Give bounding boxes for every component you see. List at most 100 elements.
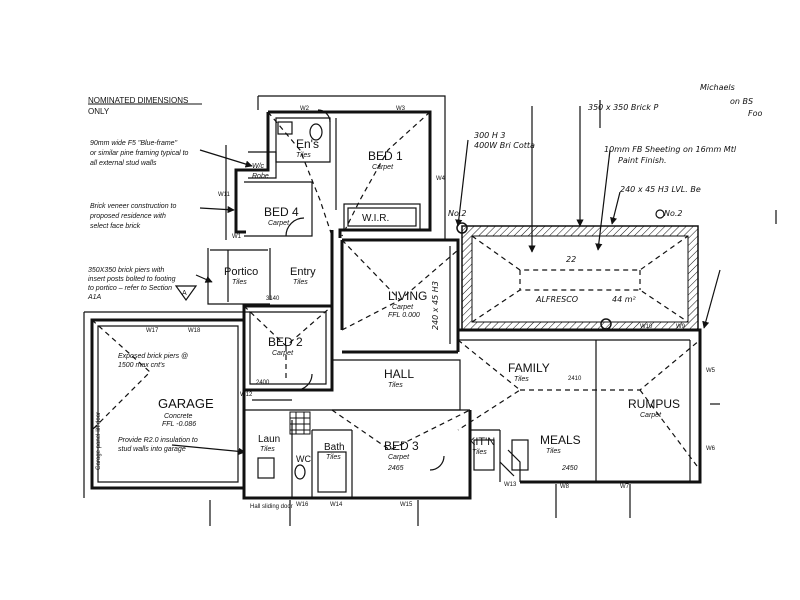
tag-w10: W10 [640,324,653,330]
note-hand-right2: on BS [730,97,753,106]
tag-2410: 2410 [568,376,582,382]
tag-2400: 2400 [256,380,270,386]
room-rumpus: RUMPUS [628,397,680,411]
room-garage-floor: Concrete [164,413,193,420]
room-family-floor: Tiles [514,376,529,383]
room-labels: En's Tiles BED 1 Carpet BED 4 Carpet W.I… [158,137,680,472]
note-hand-300: 300 H 3 [474,131,505,140]
tag-3140: 3140 [266,296,280,302]
note-hand-lvl: 240 x 45 H3 LVL. Be [620,185,701,194]
note-hand-400: 400W Bri Cotta [474,141,535,150]
note-nominated-1: NOMINATED DIMENSIONS [88,96,188,105]
leader-lines [88,100,777,526]
room-hall-floor: Tiles [388,382,403,389]
note-frame-2: or similar pine framing typical to [90,150,189,157]
room-alfresco: ALFRESCO [535,295,578,304]
room-ensuite-floor: Tiles [296,152,311,159]
note-veneer-1: Brick veneer construction to [90,203,176,210]
room-bed1: BED 1 [368,149,403,163]
room-bed3-floor: Carpet [388,454,410,461]
room-bed4: BED 4 [264,205,299,219]
tag-w12: W12 [240,392,253,398]
tag-w5: W5 [706,368,716,374]
tag-w4: W4 [436,176,446,182]
room-bath-floor: Tiles [326,454,341,461]
note-hand-no2: No.2 [664,209,683,218]
tag-hall-door: Hall sliding door [250,504,293,510]
tag-section: A [182,290,187,297]
tag-w3: W3 [396,106,406,112]
note-frame-1: 90mm wide F5 "Blue-frame" [90,140,178,147]
room-garage-ffl: FFL -0.086 [162,421,196,428]
room-portico-floor: Tiles [232,279,247,286]
tag-w8: W8 [560,484,570,490]
room-laundry: Laun [258,434,280,445]
plan-walls [83,95,702,500]
note-hand-350: 350 x 350 Brick P [588,103,658,112]
room-bath: Bath [324,442,345,453]
room-family: FAMILY [508,361,550,375]
room-kitchen-floor: Tiles [472,449,487,456]
room-rumpus-floor: Carpet [640,412,662,419]
room-bed2: BED 2 [268,335,303,349]
tag-w1: W1 [232,234,242,240]
room-wc: W/c [252,163,265,170]
hall-door-symbols [289,411,311,435]
tag-garage-door: Garage panel-lift door [96,412,102,470]
note-hand-fb1: 10mm FB Sheeting on 16mm Mtl [604,145,737,154]
tag-w14: W14 [330,502,343,508]
room-living: LIVING [388,289,427,303]
room-garage: GARAGE [158,396,214,411]
room-portico: Portico [224,266,258,278]
tag-w16: W16 [296,502,309,508]
note-hand-no2b: No.2 [448,209,467,218]
note-garage-piers-1: Exposed brick piers @ [118,353,188,360]
note-hand-fb2: Paint Finish. [618,156,667,165]
room-laundry-floor: Tiles [260,446,275,453]
note-insulation-2: stud walls into garage [118,446,186,453]
note-frame-3: all external stud walls [90,160,157,167]
room-hall: HALL [384,367,414,381]
note-pier-1: 350X350 brick piers with [88,267,164,274]
note-insulation-1: Provide R2.0 insulation to [118,437,198,444]
note-pier-2: insert posts bolted to footing [88,276,176,283]
note-hand-22: 22 [566,255,576,264]
room-ensuite: En's [296,137,319,151]
room-wc2: WC [296,454,311,464]
note-pier-4: A1A [87,294,102,301]
tag-w14b: W15 [400,502,413,508]
room-meals: MEALS [540,433,581,447]
note-hand-right1: Michaels [700,83,735,92]
room-alfresco-area: 44 m² [612,295,637,304]
room-bed3-dim: 2465 [387,465,404,472]
tag-w11: W11 [218,192,231,198]
note-veneer-2: proposed residence with [89,213,166,220]
tag-w6: W6 [706,446,716,452]
room-meals-floor: Tiles [546,448,561,455]
room-robe: Robe [252,173,269,180]
room-entry: Entry [290,266,316,278]
note-nominated-2: ONLY [88,107,110,116]
room-living-dim: 240 x 45 H3 [431,281,440,330]
room-kitchen: KIT'N [468,436,495,448]
tag-w17: W17 [146,328,159,334]
room-bed3: BED 3 [384,439,419,453]
room-bed2-floor: Carpet [272,350,294,357]
note-veneer-3: select face brick [90,223,141,230]
tag-w13: W13 [504,482,517,488]
tag-w7: W7 [620,484,630,490]
tag-w2: W2 [300,106,310,112]
tag-w9: W9 [676,324,686,330]
room-living-ffl: FFL 0.000 [388,312,420,319]
window-tags: W17 W18 W10 W9 W13 W14 W15 W16 W1 W2 W3 … [96,106,716,510]
note-pier-3: to portico – refer to Section [88,285,172,292]
note-garage-piers-2: 1500 max cnt's [118,362,165,369]
room-entry-floor: Tiles [293,279,308,286]
tag-w18: W18 [188,328,201,334]
room-living-floor: Carpet [392,304,414,311]
note-hand-right3: Foo [748,109,762,118]
notes: NOMINATED DIMENSIONS ONLY 90mm wide F5 "… [87,83,762,453]
room-wir: W.I.R. [362,213,389,224]
room-bed1-floor: Carpet [372,164,394,171]
